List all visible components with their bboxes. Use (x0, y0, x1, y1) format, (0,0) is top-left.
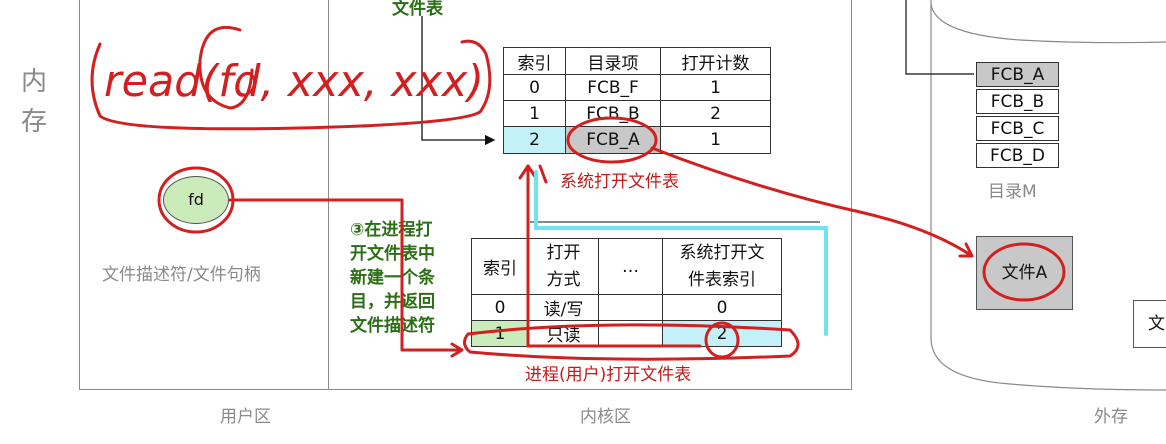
table-row: 索引 目录项 打开计数 (503, 47, 771, 75)
directory-entry: FCB_D (976, 143, 1059, 168)
external-storage-label: 外存 (1094, 407, 1128, 427)
step-3-line: 目，并返回 (350, 292, 435, 312)
table-cell: 1 (503, 100, 566, 127)
step-3-text: ③在进程打 开文件表中 新建一个条 目，并返回 文件描述符 (350, 218, 435, 338)
table-row: 0 读/写 0 (471, 294, 782, 321)
table-row: 索引 打开方式 … 系统打开文件表索引 (471, 238, 782, 295)
table-header: 索引 (503, 47, 566, 75)
file-a-label: 文件A (1001, 263, 1048, 283)
file-descriptor-caption: 文件描述符/文件句柄 (102, 265, 261, 285)
table-cell (598, 294, 663, 321)
table-cell: FCB_B (565, 100, 661, 127)
table-cell: 1 (660, 126, 771, 154)
user-kernel-divider (328, 0, 329, 390)
file-partial-label: 文 (1148, 314, 1165, 334)
system-open-file-table: 索引 目录项 打开计数 0 FCB_F 1 1 FCB_B 2 2 FCB_A … (503, 47, 771, 154)
table-cell: FCB_F (565, 74, 661, 101)
table-cell: 0 (662, 294, 782, 321)
memory-label: 内 存 (18, 62, 50, 142)
directory-caption: 目录M (988, 182, 1037, 202)
table-row: 0 FCB_F 1 (503, 74, 771, 101)
table-cell: 读/写 (528, 294, 599, 321)
table-row: 1 FCB_B 2 (503, 100, 771, 127)
step-3-line: 开文件表中 (350, 244, 435, 264)
step-3-line: 文件描述符 (350, 316, 435, 336)
table-header: 打开方式 (528, 238, 599, 295)
process-table-caption: 进程(用户)打开文件表 (525, 365, 692, 385)
user-area-label: 用户区 (220, 407, 271, 427)
table-cell: 2 (662, 320, 782, 347)
memory-label-char-1: 内 (20, 67, 47, 97)
table-cell (598, 320, 663, 347)
table-header: 打开计数 (660, 47, 771, 75)
table-cell: 只读 (528, 320, 599, 347)
directory-entry: FCB_A (976, 62, 1059, 87)
table-row: 1 只读 2 (471, 320, 782, 347)
step-3-line: 新建一个条 (350, 268, 435, 288)
table-cell: 1 (660, 74, 771, 101)
directory-entry: FCB_B (976, 89, 1059, 114)
directory-entry: FCB_C (976, 116, 1059, 141)
table-cell: 0 (503, 74, 566, 101)
file-a-box: 文件A (976, 236, 1073, 310)
table-cell: FCB_A (565, 126, 661, 154)
table-cell: 2 (660, 100, 771, 127)
table-cell: 1 (471, 320, 529, 347)
table-header: 索引 (471, 238, 529, 295)
table-header: … (598, 238, 663, 295)
kernel-area-label: 内核区 (580, 407, 631, 427)
system-table-caption: 系统打开文件表 (560, 172, 679, 192)
table-cell: 2 (503, 126, 566, 154)
process-open-file-table: 索引 打开方式 … 系统打开文件表索引 0 读/写 0 1 只读 2 (471, 238, 782, 347)
fd-label: fd (188, 190, 204, 209)
step-3-line: ③在进程打 (350, 220, 433, 240)
fd-node: fd (163, 176, 229, 224)
file-partial-box: 文 (1133, 300, 1166, 348)
connector-line (905, 0, 974, 75)
ink-arrowhead-file (958, 242, 974, 258)
memory-label-char-2: 存 (20, 107, 47, 137)
table-header: 目录项 (565, 47, 661, 75)
top-kernel-label: 文件表 (392, 0, 443, 19)
table-cell: 0 (471, 294, 529, 321)
table-row: 2 FCB_A 1 (503, 126, 771, 154)
table-header: 系统打开文件表索引 (662, 238, 782, 295)
